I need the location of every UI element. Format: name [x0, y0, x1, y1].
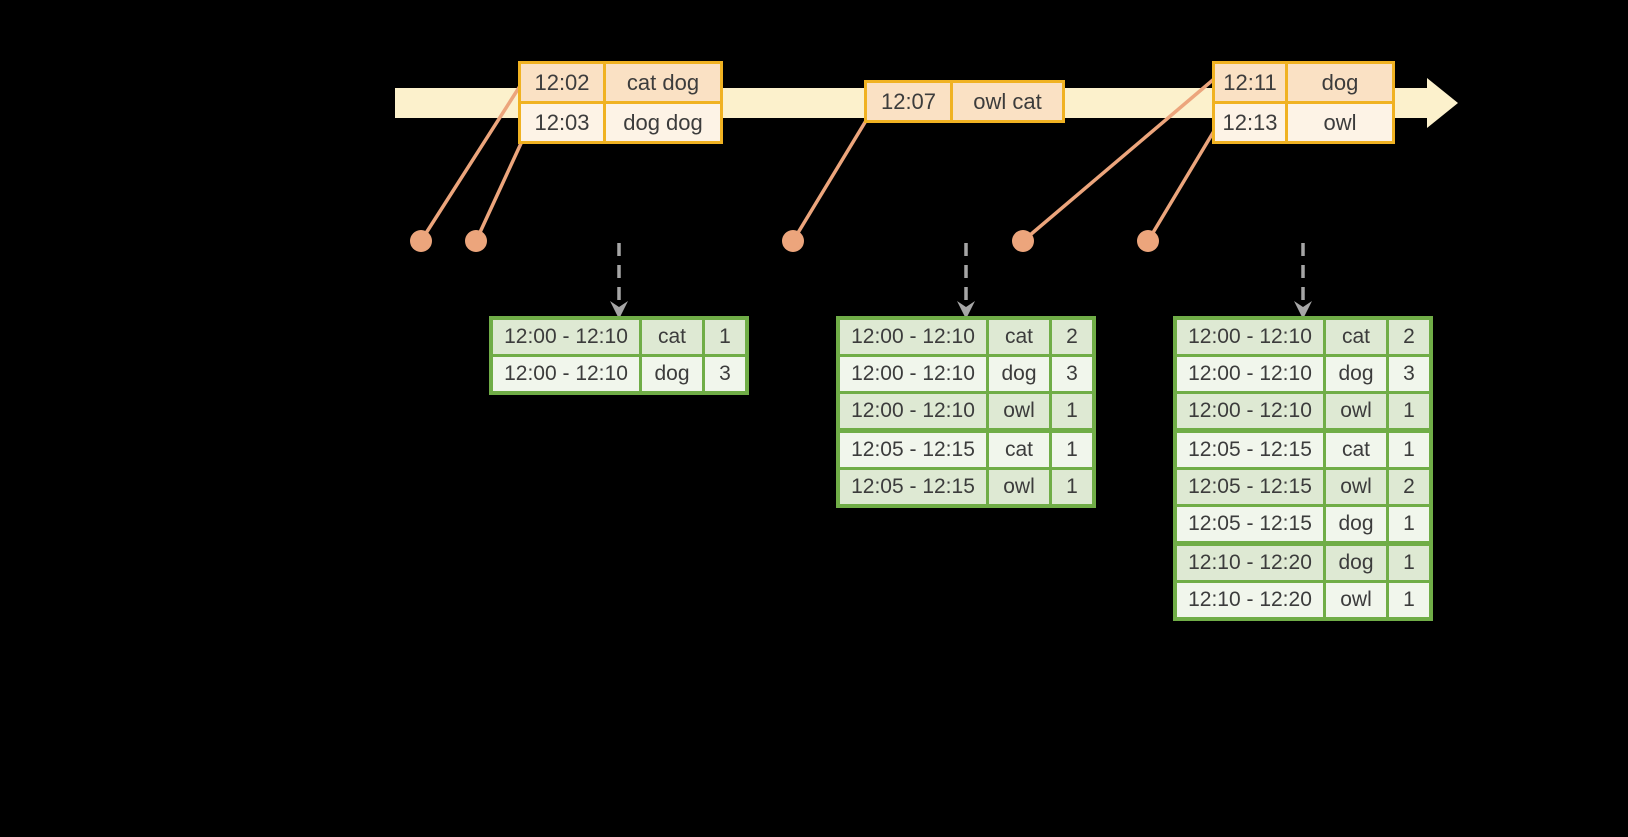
count-cell: 1 — [1386, 583, 1429, 617]
event-connector-line — [791, 118, 869, 242]
event-dots — [410, 230, 1159, 252]
table-row: 12:05 - 12:15 cat 1 — [840, 428, 1092, 467]
event-dot-icon — [1137, 230, 1159, 252]
table-row: 12:00 - 12:10 owl 1 — [1177, 391, 1429, 428]
word-cell: cat — [1323, 433, 1386, 467]
trigger-arrows — [617, 243, 1305, 303]
event-table-1: 12:02 cat dog 12:03 dog dog — [518, 61, 723, 144]
event-row: 12:07 owl cat — [867, 83, 1062, 120]
word-cell: owl — [1323, 470, 1386, 504]
event-words-cell: dog — [1285, 64, 1392, 101]
trigger-arrowhead-icon — [957, 301, 975, 319]
count-cell: 3 — [1049, 357, 1092, 391]
event-connector-line — [419, 85, 522, 242]
word-cell: cat — [986, 320, 1049, 354]
event-time-cell: 12:11 — [1215, 64, 1285, 101]
word-cell: owl — [986, 394, 1049, 428]
window-cell: 12:00 - 12:10 — [1177, 394, 1323, 428]
word-cell: dog — [1323, 546, 1386, 580]
table-row: 12:10 - 12:20 dog 1 — [1177, 541, 1429, 580]
event-connector-line — [474, 138, 525, 242]
table-row: 12:05 - 12:15 dog 1 — [1177, 504, 1429, 541]
word-cell: cat — [1323, 320, 1386, 354]
event-dot-icon — [465, 230, 487, 252]
window-cell: 12:00 - 12:10 — [1177, 320, 1323, 354]
timeline-arrowhead-icon — [1427, 78, 1458, 128]
result-table-3: 12:00 - 12:10 cat 2 12:00 - 12:10 dog 3 … — [1173, 316, 1433, 621]
table-row: 12:00 - 12:10 cat 1 — [493, 320, 745, 354]
window-cell: 12:00 - 12:10 — [840, 320, 986, 354]
word-cell: owl — [1323, 583, 1386, 617]
count-cell: 1 — [1386, 433, 1429, 467]
event-connector-line — [1021, 77, 1216, 243]
event-row: 12:11 dog — [1215, 64, 1392, 101]
word-cell: owl — [1323, 394, 1386, 428]
event-time-cell: 12:03 — [521, 104, 603, 141]
event-table-2: 12:07 owl cat — [864, 80, 1065, 123]
event-words-cell: dog dog — [603, 104, 720, 141]
table-row: 12:00 - 12:10 cat 2 — [840, 320, 1092, 354]
table-row: 12:00 - 12:10 dog 3 — [1177, 354, 1429, 391]
window-cell: 12:00 - 12:10 — [840, 357, 986, 391]
table-row: 12:00 - 12:10 dog 3 — [493, 354, 745, 391]
event-words-cell: owl — [1285, 104, 1392, 141]
count-cell: 2 — [1386, 320, 1429, 354]
event-words-cell: cat dog — [603, 64, 720, 101]
table-row: 12:00 - 12:10 cat 2 — [1177, 320, 1429, 354]
window-cell: 12:10 - 12:20 — [1177, 583, 1323, 617]
count-cell: 2 — [1386, 470, 1429, 504]
word-cell: cat — [639, 320, 702, 354]
event-row: 12:03 dog dog — [521, 101, 720, 141]
count-cell: 1 — [1386, 507, 1429, 541]
word-cell: cat — [986, 433, 1049, 467]
count-cell: 1 — [1049, 433, 1092, 467]
event-time-cell: 12:13 — [1215, 104, 1285, 141]
trigger-arrowhead-icon — [610, 301, 628, 319]
window-cell: 12:00 - 12:10 — [493, 320, 639, 354]
event-time-cell: 12:07 — [867, 83, 950, 120]
table-row: 12:10 - 12:20 owl 1 — [1177, 580, 1429, 617]
table-row: 12:05 - 12:15 owl 2 — [1177, 467, 1429, 504]
count-cell: 3 — [702, 357, 745, 391]
event-row: 12:13 owl — [1215, 101, 1392, 141]
count-cell: 1 — [1386, 546, 1429, 580]
word-cell: dog — [639, 357, 702, 391]
event-connector-line — [1146, 130, 1216, 242]
window-cell: 12:00 - 12:10 — [493, 357, 639, 391]
window-cell: 12:10 - 12:20 — [1177, 546, 1323, 580]
word-cell: owl — [986, 470, 1049, 504]
trigger-arrowheads — [610, 301, 1312, 319]
table-row: 12:05 - 12:15 cat 1 — [1177, 428, 1429, 467]
event-time-cell: 12:02 — [521, 64, 603, 101]
event-table-3: 12:11 dog 12:13 owl — [1212, 61, 1395, 144]
table-row: 12:00 - 12:10 owl 1 — [840, 391, 1092, 428]
count-cell: 3 — [1386, 357, 1429, 391]
event-words-cell: owl cat — [950, 83, 1062, 120]
word-cell: dog — [1323, 357, 1386, 391]
event-dot-icon — [1012, 230, 1034, 252]
word-cell: dog — [1323, 507, 1386, 541]
event-connector-lines — [419, 77, 1216, 243]
window-cell: 12:00 - 12:10 — [1177, 357, 1323, 391]
window-cell: 12:05 - 12:15 — [1177, 507, 1323, 541]
window-cell: 12:05 - 12:15 — [840, 433, 986, 467]
event-dot-icon — [782, 230, 804, 252]
count-cell: 2 — [1049, 320, 1092, 354]
result-table-2: 12:00 - 12:10 cat 2 12:00 - 12:10 dog 3 … — [836, 316, 1096, 508]
result-table-1: 12:00 - 12:10 cat 1 12:00 - 12:10 dog 3 — [489, 316, 749, 395]
table-row: 12:00 - 12:10 dog 3 — [840, 354, 1092, 391]
trigger-arrowhead-icon — [1294, 301, 1312, 319]
count-cell: 1 — [1049, 470, 1092, 504]
count-cell: 1 — [702, 320, 745, 354]
table-row: 12:05 - 12:15 owl 1 — [840, 467, 1092, 504]
count-cell: 1 — [1386, 394, 1429, 428]
word-cell: dog — [986, 357, 1049, 391]
window-cell: 12:05 - 12:15 — [840, 470, 986, 504]
count-cell: 1 — [1049, 394, 1092, 428]
window-cell: 12:00 - 12:10 — [840, 394, 986, 428]
event-row: 12:02 cat dog — [521, 64, 720, 101]
window-cell: 12:05 - 12:15 — [1177, 433, 1323, 467]
event-dot-icon — [410, 230, 432, 252]
window-cell: 12:05 - 12:15 — [1177, 470, 1323, 504]
